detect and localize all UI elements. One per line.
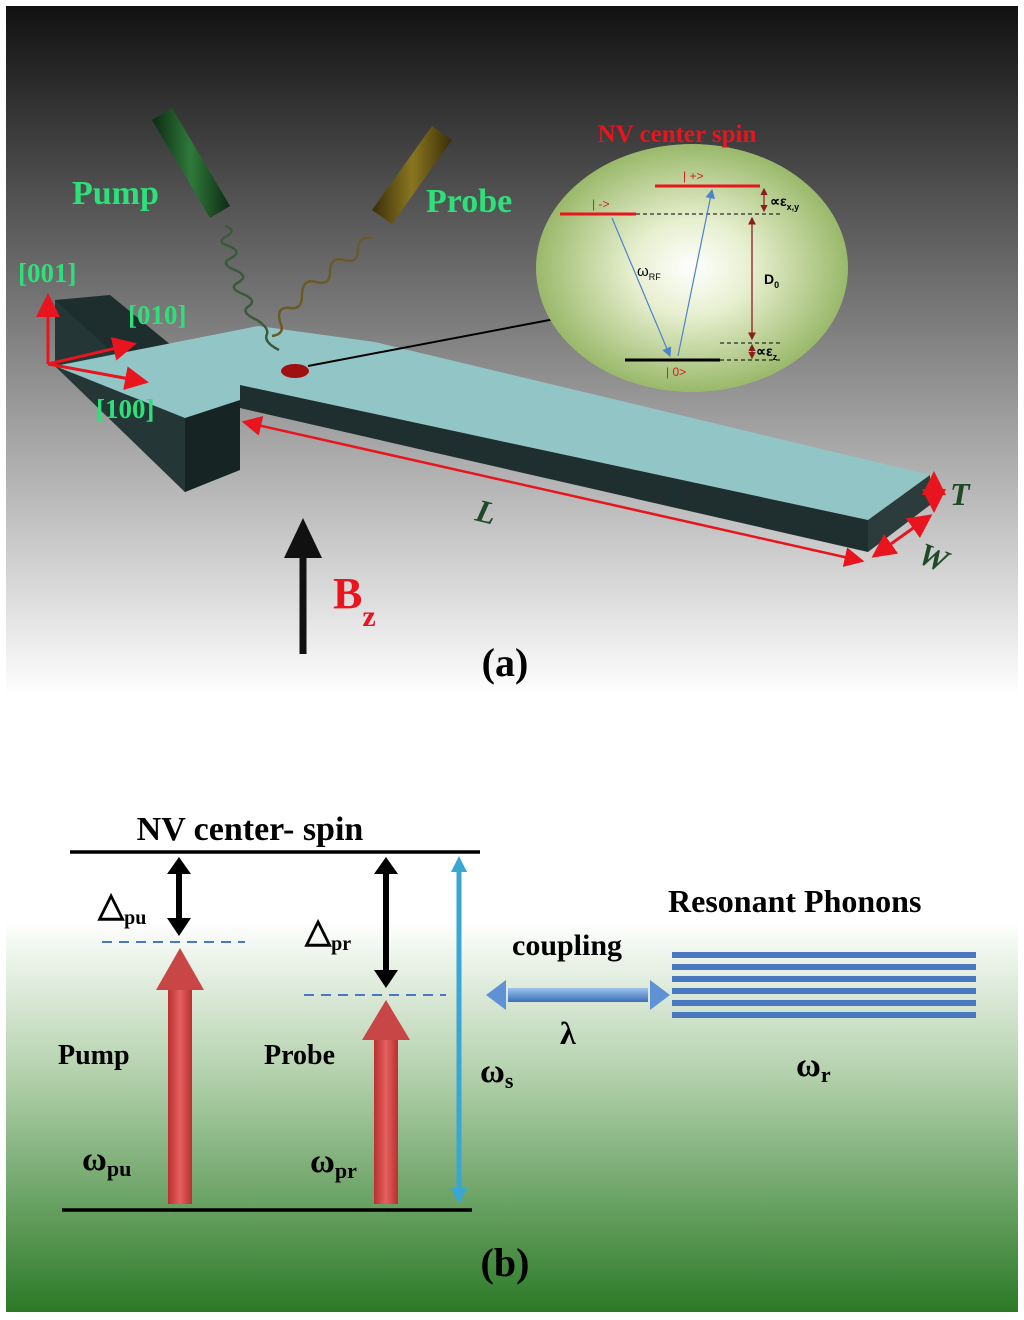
phonons-title: Resonant Phonons: [668, 883, 921, 919]
probe-laser: Probe: [271, 126, 512, 338]
phonon-mode-line: [672, 1012, 976, 1018]
coupling-arrow: [486, 980, 670, 1010]
probe-level-label: Probe: [264, 1040, 335, 1071]
strain-z-label: ∝εz: [756, 343, 778, 362]
coupling-constant-label: λ: [560, 1015, 576, 1051]
axis-100-label: [100]: [96, 394, 154, 424]
field-arrow-head: [284, 518, 322, 558]
crystal-axes: [001] [010] [100]: [18, 258, 186, 424]
probe-label: Probe: [426, 183, 512, 220]
pump-beam-wave: [220, 224, 280, 352]
pump-detuning-arrow: [167, 857, 191, 936]
spin-frequency-arrow: [451, 856, 467, 1204]
base-block-top: [55, 326, 375, 418]
axis-100-arrow: [47, 362, 149, 391]
omega-pr-label: ωpr: [310, 1143, 357, 1183]
state-zero-label: | 0>: [666, 365, 686, 379]
phonon-mode-line: [672, 976, 976, 982]
base-block-front: [55, 300, 185, 492]
field-label: Bz: [333, 569, 376, 633]
probe-detuning-arrow: [374, 857, 398, 988]
panel-b-caption: (b): [481, 1240, 530, 1285]
panel-a: [001] [010] [100] Pump Probe NV center s…: [6, 6, 1018, 696]
delta-pr-label: △pr: [304, 913, 351, 955]
probe-beam-wave: [271, 236, 373, 338]
d0-label: D0: [764, 271, 779, 290]
axis-001-label: [001]: [18, 258, 76, 288]
nv-center-dot: [281, 364, 309, 378]
coupling-label: coupling: [512, 929, 622, 962]
pump-transition-arrow: [156, 948, 204, 1204]
base-block-right: [185, 400, 240, 492]
inset-pointer-line: [307, 317, 561, 367]
phonon-mode-line: [672, 952, 976, 958]
omega-s-label: ωs: [480, 1053, 514, 1093]
omega-pu-label: ωpu: [82, 1141, 131, 1181]
nv-spin-inset: NV center spin | -> | +> | 0> ωRF D0 ∝εx…: [536, 121, 848, 392]
axis-010-label: [010]: [128, 300, 186, 330]
rf-label: ωRF: [637, 263, 661, 282]
inset-title: NV center spin: [598, 121, 757, 148]
phonon-mode-line: [672, 964, 976, 970]
rf-transition-minus: [611, 217, 672, 358]
state-plus-label: | +>: [683, 169, 703, 183]
pump-laser-tube: [152, 108, 230, 218]
pump-level-label: Pump: [58, 1040, 130, 1071]
phonon-mode-line: [672, 988, 976, 994]
panel-b: NV center- spin △pu △pr: [6, 700, 1018, 1312]
probe-transition-arrow: [362, 1000, 410, 1204]
strain-xy-label: ∝εx,y: [770, 193, 799, 212]
delta-pu-label: △pu: [97, 887, 146, 929]
magnetic-field: Bz: [284, 518, 376, 654]
nv-spin-title: NV center- spin: [137, 811, 364, 848]
pump-laser: Pump: [72, 108, 280, 352]
axis-010-arrow: [47, 337, 137, 366]
omega-r-label: ωr: [796, 1047, 831, 1087]
panel-a-caption: (a): [482, 640, 529, 685]
thickness-label: T: [950, 476, 971, 512]
inset-ellipse: [536, 144, 848, 392]
length-arrow: [241, 416, 865, 567]
rf-transition-plus: [677, 188, 716, 357]
width-arrow: [871, 514, 933, 558]
probe-laser-tube: [372, 126, 452, 224]
state-minus-label: | ->: [592, 197, 609, 211]
phonon-mode-line: [672, 1000, 976, 1006]
phonon-modes: [672, 952, 976, 1018]
pump-label: Pump: [72, 175, 159, 212]
